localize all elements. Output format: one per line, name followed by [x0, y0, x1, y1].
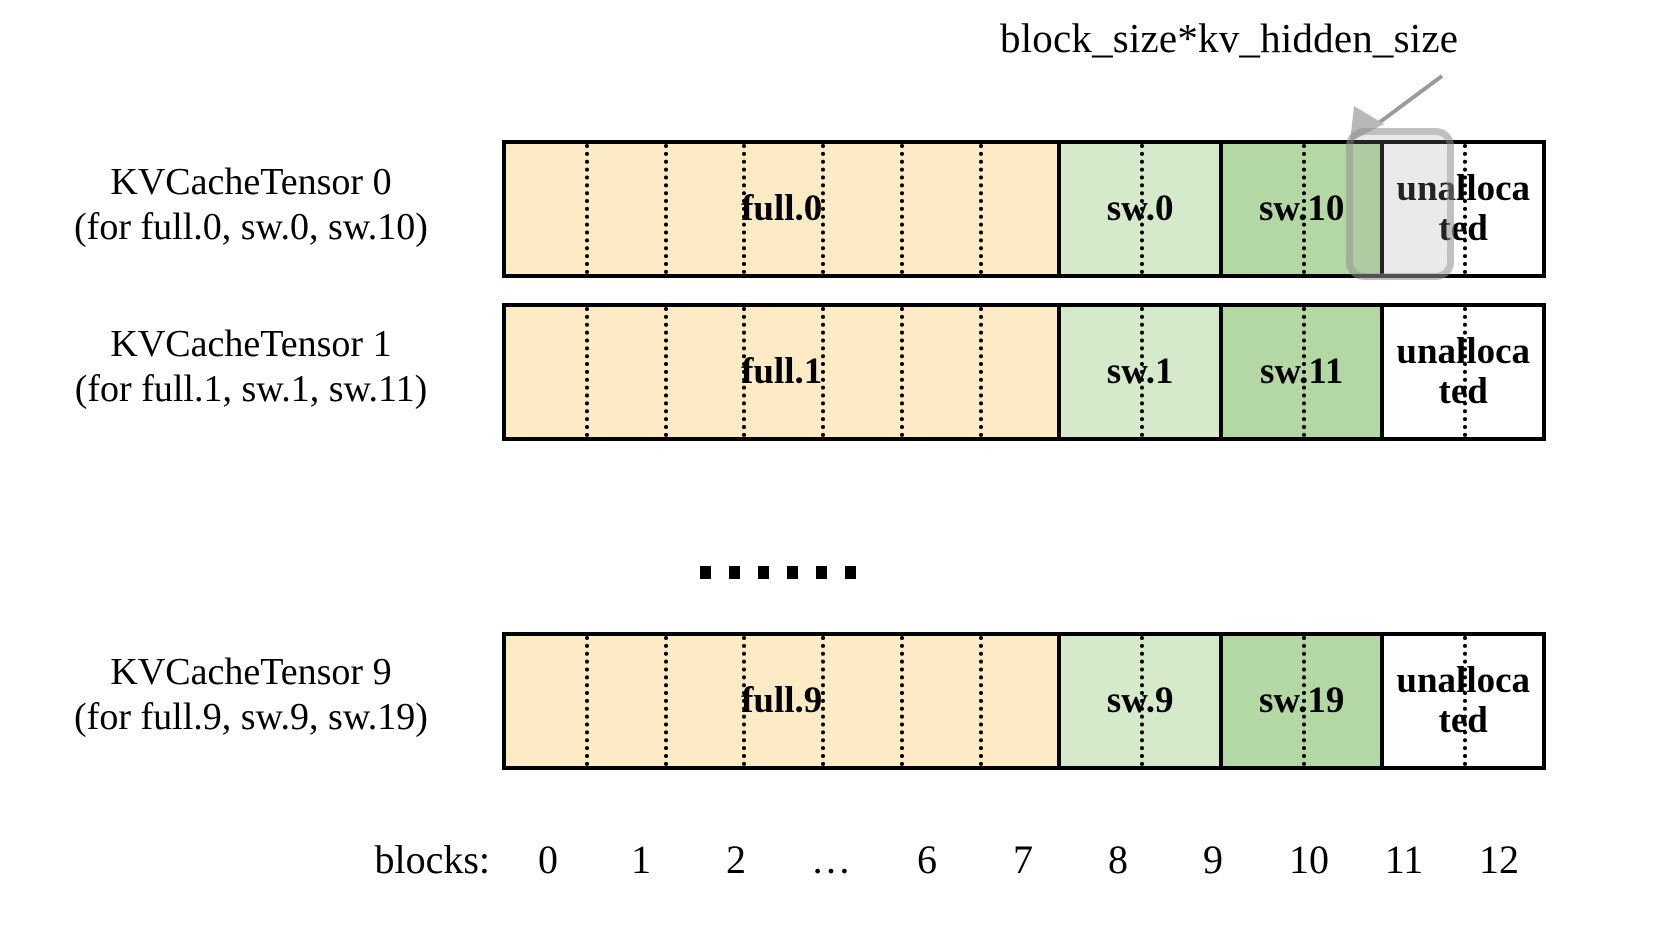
axis-tick-1: 1	[631, 837, 651, 882]
row-label-0: KVCacheTensor 0 (for full.0, sw.0, sw.10…	[16, 160, 486, 250]
kvcache-tensor-bar-0: full.0 sw.0 sw.10 unalloca ted	[502, 140, 1546, 278]
row-label-1: KVCacheTensor 1 (for full.1, sw.1, sw.11…	[16, 322, 486, 412]
axis-tick-0: 0	[538, 837, 558, 882]
segment-label-full-0: full.0	[741, 188, 823, 230]
axis-tick-8: 10	[1289, 837, 1329, 882]
segment-label-full-9: full.9	[741, 680, 823, 722]
block-11-highlight[interactable]	[1346, 128, 1454, 280]
segment-sw-0[interactable]: sw.0	[1057, 144, 1219, 274]
segment-label-sw11-1: sw.11	[1260, 351, 1344, 393]
segment-unallocated-0[interactable]: unalloca ted	[1380, 144, 1542, 274]
axis-tick-10: 12	[1479, 837, 1519, 882]
axis-tick-7: 9	[1203, 837, 1223, 882]
kvcache-tensor-bar-1: full.1 sw.1 sw.11 unalloca ted	[502, 303, 1546, 441]
axis-title: blocks:	[374, 837, 490, 882]
blocks-axis: blocks: 0 1 2 … 6 7 8 9 10 11 12	[0, 836, 1676, 900]
segment-label-sw10-0: sw.10	[1259, 188, 1345, 230]
segment-label-full-1: full.1	[741, 351, 823, 393]
segment-label-unallocated-1: unalloca ted	[1396, 331, 1531, 412]
row-subtitle-1: (for full.1, sw.1, sw.11)	[74, 367, 428, 410]
segment-sw19-9[interactable]: sw.19	[1218, 636, 1381, 766]
segment-label-sw-1: sw.1	[1106, 351, 1174, 393]
ellipsis-indicator	[700, 566, 856, 579]
segment-full-0[interactable]: full.0	[506, 144, 1058, 274]
row-label-9: KVCacheTensor 9 (for full.9, sw.9, sw.19…	[16, 650, 486, 740]
segment-unallocated-1[interactable]: unalloca ted	[1380, 307, 1542, 437]
segment-label-unallocated-9: unalloca ted	[1396, 660, 1531, 741]
segment-sw11-1[interactable]: sw.11	[1218, 307, 1381, 437]
segment-sw-9[interactable]: sw.9	[1057, 636, 1219, 766]
segment-label-sw-0: sw.0	[1106, 188, 1174, 230]
segment-sw-1[interactable]: sw.1	[1057, 307, 1219, 437]
axis-tick-5: 7	[1013, 837, 1033, 882]
segment-full-1[interactable]: full.1	[506, 307, 1058, 437]
callout-label: block_size*kv_hidden_size	[1000, 15, 1459, 61]
row-subtitle-9: (for full.9, sw.9, sw.19)	[74, 695, 428, 738]
axis-tick-9: 11	[1384, 837, 1424, 882]
axis-tick-3: …	[811, 837, 851, 882]
axis-tick-2: 2	[726, 837, 746, 882]
axis-tick-6: 8	[1108, 837, 1128, 882]
segment-label-unallocated-0: unalloca ted	[1396, 168, 1531, 249]
segment-full-9[interactable]: full.9	[506, 636, 1058, 766]
axis-tick-4: 6	[917, 837, 937, 882]
row-title-1: KVCacheTensor 1	[110, 323, 392, 365]
row-title-9: KVCacheTensor 9	[110, 651, 392, 693]
row-subtitle-0: (for full.0, sw.0, sw.10)	[74, 205, 428, 248]
segment-unallocated-9[interactable]: unalloca ted	[1380, 636, 1542, 766]
segment-label-sw19-9: sw.19	[1259, 680, 1345, 722]
row-title-0: KVCacheTensor 0	[110, 161, 392, 203]
kvcache-tensor-bar-9: full.9 sw.9 sw.19 unalloca ted	[502, 632, 1546, 770]
segment-sw10-0[interactable]: sw.10	[1218, 144, 1381, 274]
segment-label-sw-9: sw.9	[1106, 680, 1174, 722]
